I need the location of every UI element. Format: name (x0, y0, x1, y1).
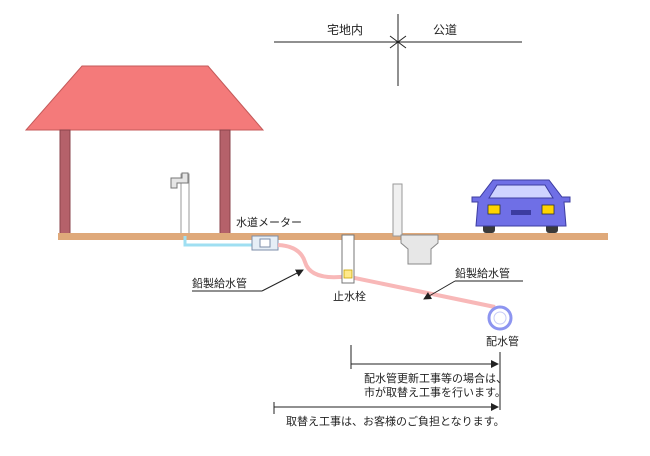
roadside-post (392, 183, 403, 237)
lead-pipe-right-arrow (423, 280, 456, 300)
stop-valve-label: 止水栓 (333, 289, 366, 303)
lead-pipe-left-label: 鉛製給水管 (192, 276, 247, 290)
house-roof (24, 65, 265, 131)
curb-box (400, 234, 439, 265)
city-note-line1: 配水管更新工事等の場合は、 (364, 371, 507, 385)
ground-strip (58, 233, 608, 240)
boundary-right-arrow (397, 35, 407, 49)
main-pipe-inner (493, 311, 507, 325)
main-pipe-label: 配水管 (486, 334, 519, 348)
lead-pipe-left-arrow (261, 269, 304, 292)
public-road-label: 公道 (433, 23, 457, 37)
lead-pipe-right-label: 鉛製給水管 (455, 266, 510, 280)
house-pillar-left (59, 129, 71, 237)
house-pillar-right (219, 129, 231, 237)
private-land-label: 宅地内 (327, 22, 363, 37)
customer-note: 取替え工事は、お客様のご負担となります。 (286, 414, 505, 428)
city-note-line2: 市が取替え工事を行います。 (364, 385, 506, 399)
water-meter-dial (259, 238, 271, 248)
water-meter-label: 水道メーター (236, 215, 302, 229)
customer-pipe-blue (183, 236, 254, 247)
faucet-icon (170, 172, 189, 189)
car-icon (471, 179, 571, 233)
stop-valve-core (343, 269, 353, 279)
